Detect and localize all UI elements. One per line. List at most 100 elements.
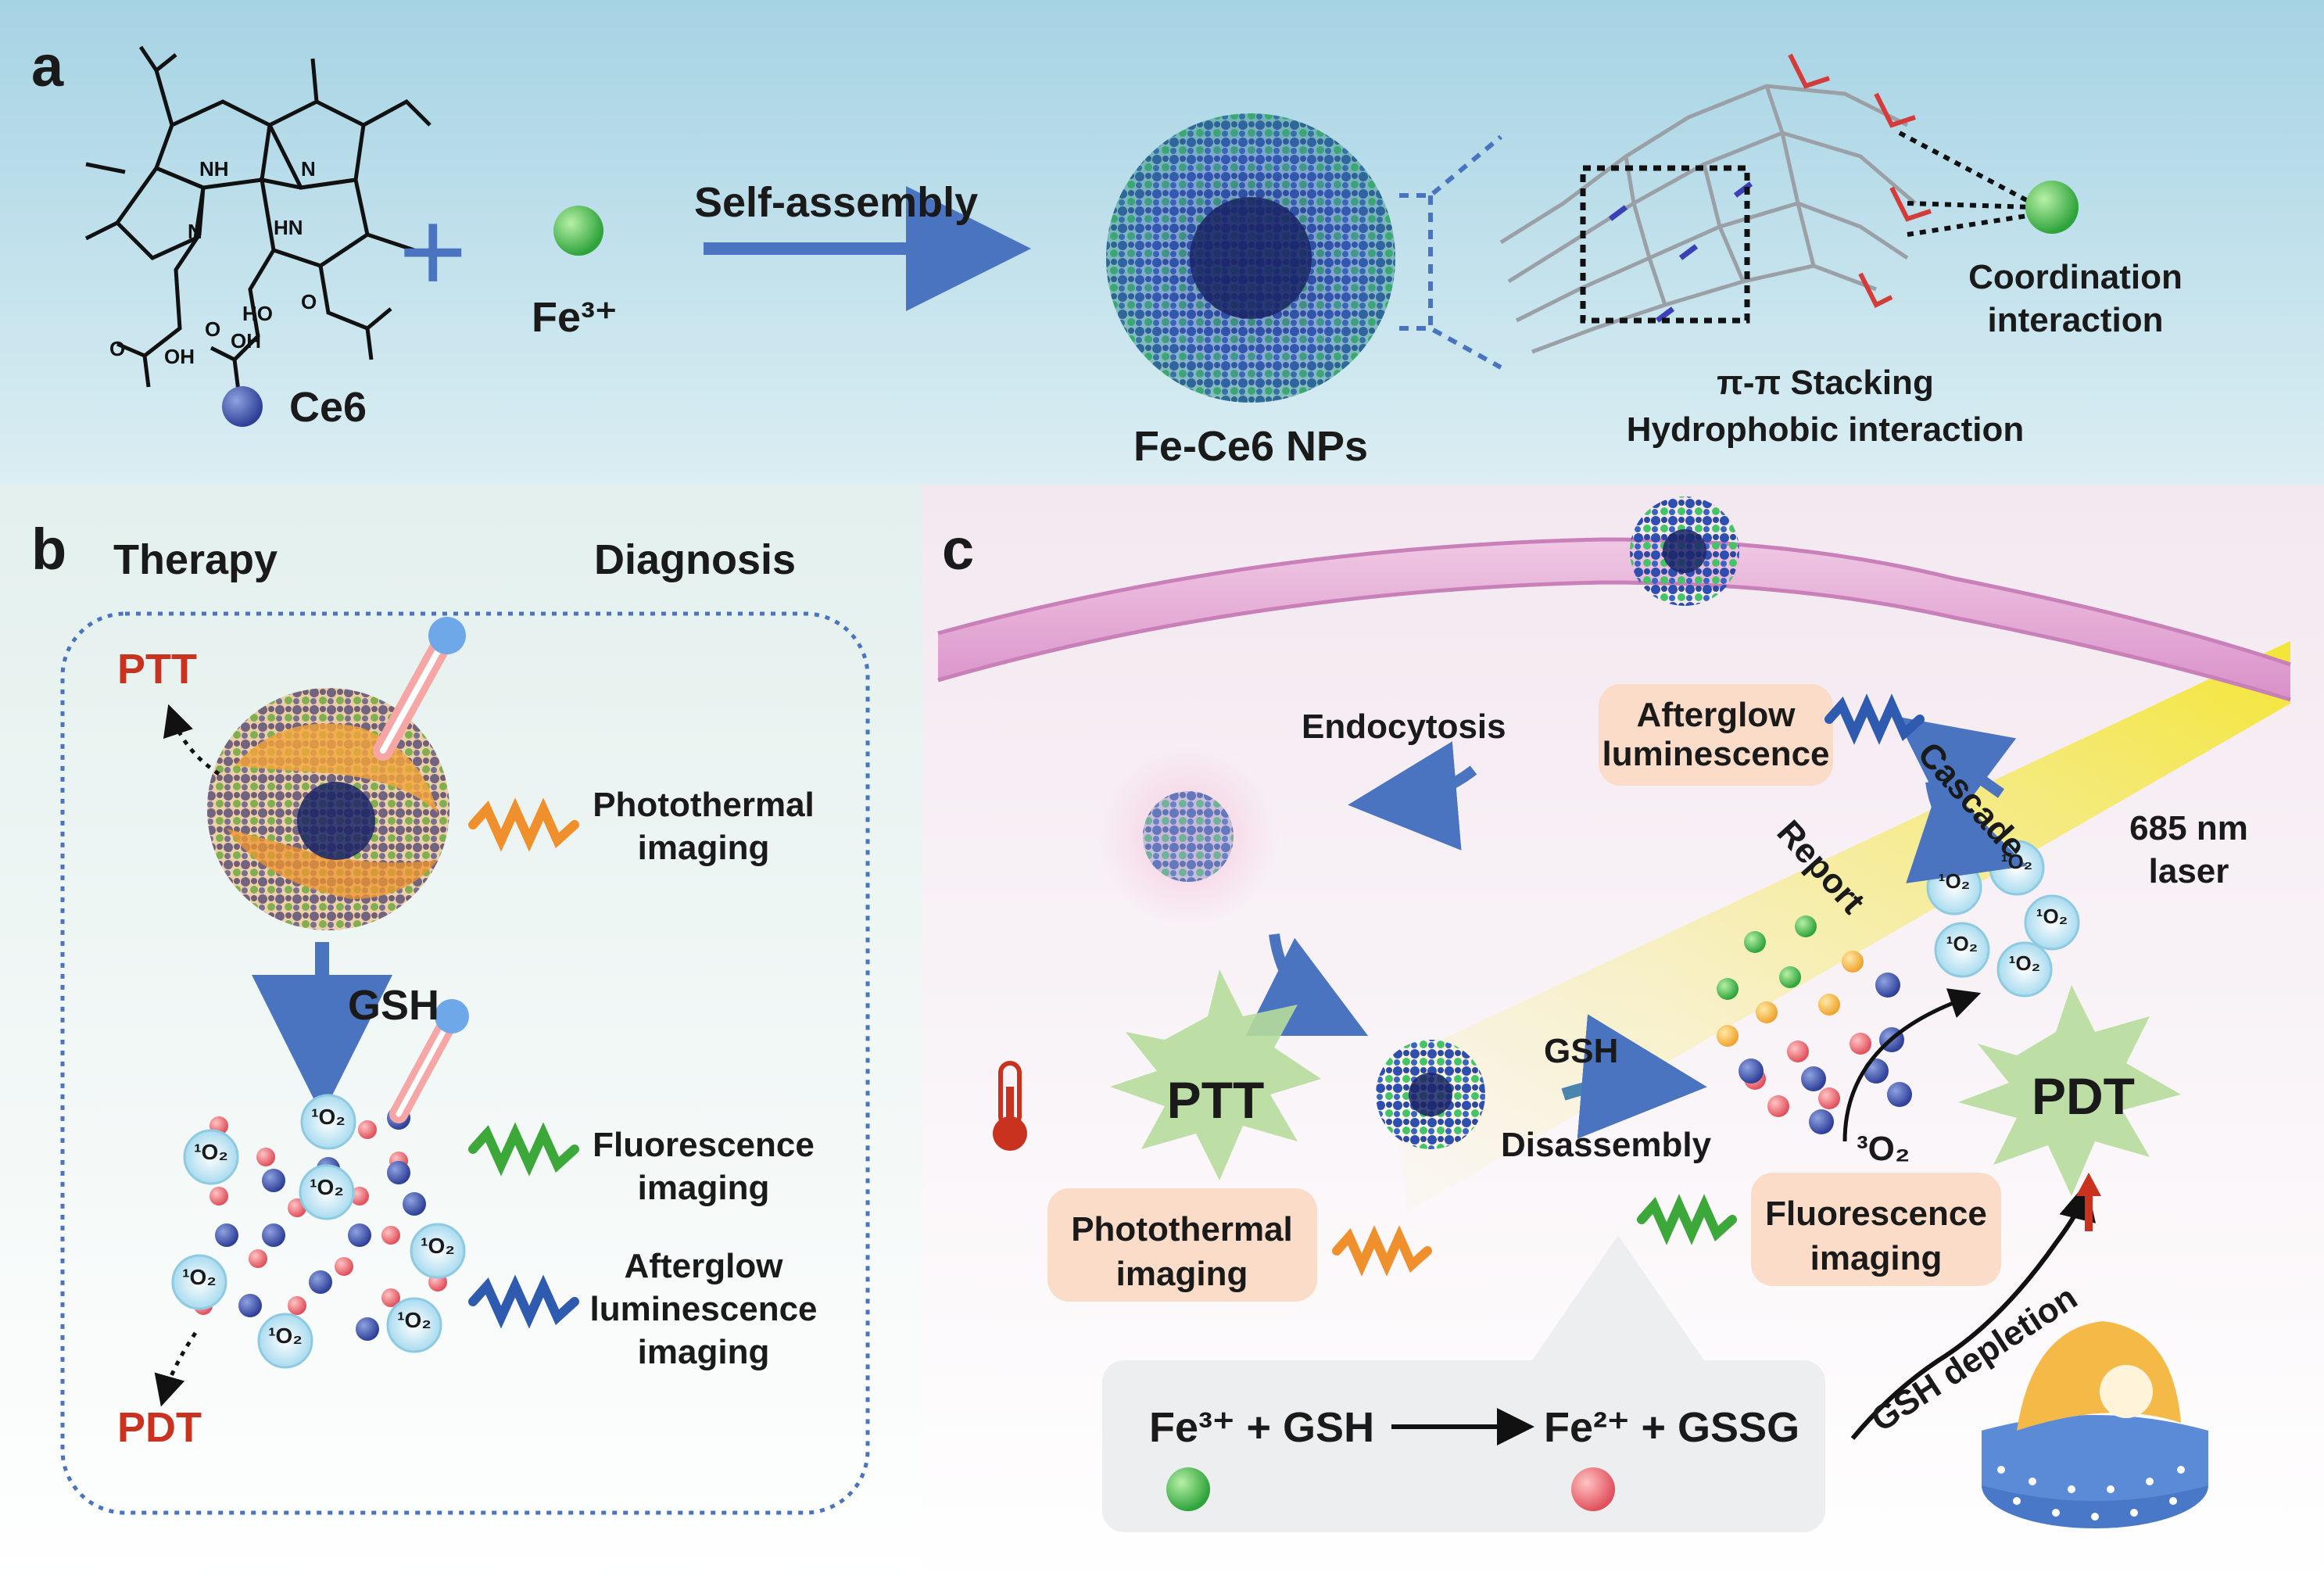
ce6-nh-top: NH [199, 157, 229, 181]
cascade-arrow [1896, 716, 2017, 826]
panel-c-afterglow-wave-icon [1824, 693, 1925, 745]
afterglow-label-line1: Afterglow [624, 1247, 783, 1285]
endocytosis-arrow [1348, 741, 1477, 851]
internalize-arrow [1245, 933, 1369, 1037]
coordination-label-line2: interaction [1987, 301, 2164, 339]
nitrogen-marks [1608, 181, 1753, 323]
ptt-dotted-arrow [163, 704, 220, 776]
endocytosis-label: Endocytosis [1302, 708, 1506, 746]
panel-b-dashed-frame [60, 611, 870, 1515]
b-o2-6: ¹O₂ [397, 1308, 431, 1332]
b-o2-4: ¹O₂ [421, 1234, 455, 1258]
zoom-lines [1399, 134, 1502, 370]
intracellular-nanoparticle [1376, 1040, 1485, 1149]
thermometer-icon [993, 1061, 1027, 1151]
reaction-fe2-ball-icon [1571, 1467, 1615, 1511]
ce6-o-3: O [301, 290, 317, 313]
reaction-callout-pointer [1532, 1235, 1704, 1360]
self-assembly-label: Self-assembly [694, 179, 979, 226]
panel-c-letter: c [942, 517, 975, 582]
ce6-oh-2: OH [231, 329, 261, 353]
b-o2-5: ¹O₂ [182, 1265, 217, 1289]
coordination-fe-ball-icon [2025, 181, 2079, 234]
ce6-heteroatoms: NH N N HN OH OH HO O O O [109, 157, 317, 368]
ptt-nanoparticle-orange [207, 688, 449, 930]
panel-c-fluorescence-wave-icon [1637, 1194, 1737, 1245]
c-fluorescence-line1: Fluorescence [1765, 1195, 1987, 1233]
b-o2-2: ¹O₂ [311, 1105, 346, 1129]
b-o2-3: ¹O₂ [310, 1175, 344, 1199]
fe-ce6-np-label: Fe-Ce6 NPs [1133, 423, 1369, 470]
membrane-nanoparticle [1630, 496, 1739, 606]
fluorescence-wave-icon [468, 1122, 579, 1177]
disassembly-label: Disassembly [1501, 1126, 1712, 1164]
b-o2-1: ¹O₂ [194, 1140, 228, 1164]
reaction-right: Fe²⁺ + GSSG [1544, 1404, 1800, 1451]
ce6-oh-1: OH [164, 345, 195, 368]
afterglow-imaging-box [1599, 684, 1833, 786]
plus-sign: + [399, 185, 467, 317]
gsh-depletion-arrow [1850, 1182, 2096, 1440]
gsh-label: GSH [348, 982, 440, 1029]
c-o2-1: ¹O₂ [1938, 869, 1971, 893]
ce6-o-1: O [109, 337, 125, 360]
photothermal-wave-icon [468, 797, 579, 852]
ce6-ball-icon [222, 386, 263, 427]
therapy-header: Therapy [113, 536, 278, 583]
pdt-burst [1958, 985, 2181, 1196]
ce6-n-top: N [301, 157, 316, 181]
fe3-label: Fe³⁺ [532, 294, 618, 341]
panel-b-disassembled-particles [194, 1106, 447, 1341]
fluorescence-label-line1: Fluorescence [593, 1126, 815, 1164]
coordination-lines [1898, 131, 2034, 237]
triplet-oxygen-label: ³O₂ [1857, 1130, 1910, 1168]
ce6-label: Ce6 [289, 384, 367, 431]
ptt-label: PTT [117, 646, 197, 693]
b-o2-7: ¹O₂ [268, 1324, 303, 1348]
pdt-probe-icon [435, 999, 469, 1034]
ptt-burst [1110, 969, 1321, 1180]
panel-b-singlet-oxygen-bubbles [171, 1094, 466, 1369]
c-ptt-label: PTT [1166, 1071, 1265, 1129]
c-afterglow-line2: luminescence [1602, 735, 1830, 773]
afterglow-label-line2: luminescence [589, 1290, 818, 1328]
ce6-n-left: N [188, 220, 202, 243]
coordination-label-line1: Coordination [1968, 258, 2183, 296]
c-o2-2: ¹O₂ [2000, 850, 2033, 873]
afterglow-wave-icon [468, 1274, 579, 1329]
c-fluorescence-line2: imaging [1810, 1239, 1943, 1277]
ptt-probe-icon [428, 617, 466, 654]
panel-c-photothermal-wave-icon [1332, 1225, 1432, 1277]
oxygen-conversion-arrow [1842, 988, 1982, 1142]
photothermal-label-line2: imaging [637, 829, 770, 867]
c-afterglow-line1: Afterglow [1636, 696, 1796, 734]
c-o2-4: ¹O₂ [1946, 932, 1978, 955]
c-photothermal-line1: Photothermal [1071, 1210, 1293, 1248]
panel-a-letter: a [31, 34, 64, 99]
photothermal-label-line1: Photothermal [593, 786, 815, 824]
c-o2-3: ¹O₂ [2036, 905, 2068, 928]
pdt-laser-core [396, 1017, 453, 1117]
panel-b-background [0, 485, 922, 1587]
c-pdt-label: PDT [2032, 1067, 2135, 1125]
panel-b-letter: b [31, 517, 67, 582]
pdt-enhance-arrowhead [2076, 1173, 2101, 1196]
reaction-fe3-ball-icon [1166, 1467, 1210, 1511]
fe3-ball-icon [553, 206, 603, 256]
ce6-hn-right: HN [274, 216, 303, 239]
c-o2-5: ¹O₂ [2008, 951, 2041, 975]
fluorescence-label-line2: imaging [637, 1169, 770, 1207]
hydrophobic-label: Hydrophobic interaction [1626, 410, 2025, 449]
stacking-label: π-π Stacking [1717, 364, 1934, 402]
laser-label-line2: laser [2148, 852, 2229, 890]
endosome [1098, 747, 1278, 926]
afterglow-label-line3: imaging [637, 1333, 770, 1371]
stacked-molecules [1499, 84, 1917, 354]
ptt-laser-core [380, 634, 449, 754]
laser-label-line1: 685 nm [2129, 809, 2248, 847]
disassembly-arrow [1561, 1014, 1707, 1139]
ce6-structure [84, 45, 431, 392]
reaction-left: Fe³⁺ + GSH [1149, 1404, 1375, 1451]
